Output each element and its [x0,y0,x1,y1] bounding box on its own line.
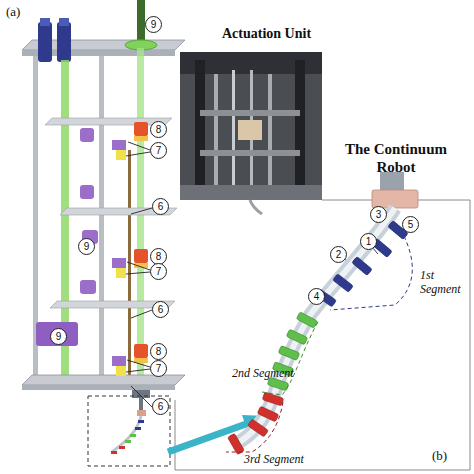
callout-number: 8 [150,121,167,138]
photo-inset [180,52,322,214]
text-label: (a) [6,4,20,20]
text-label: (b) [432,448,447,464]
callout-number: 4 [308,288,325,305]
callout-number: 9 [78,238,95,255]
callout-number: 1 [360,233,377,250]
callout-number: 6 [152,398,169,415]
text-label: 1st Segment [420,268,470,296]
callout-number: 5 [402,216,419,233]
callout-number: 6 [152,198,169,215]
text-label: The Continuum Robot [326,140,466,176]
callout-number: 7 [150,360,167,377]
robot-inset [88,396,170,466]
text-label: 3rd Segment [244,452,304,467]
callout-number: 3 [370,206,387,223]
text-label: 2nd Segment [232,366,294,381]
callout-number: 9 [50,328,67,345]
callout-number: 7 [150,142,167,159]
callout-number: 7 [150,263,167,280]
callout-number: 8 [150,343,167,360]
callout-number: 6 [152,301,169,318]
text-label: Actuation Unit [222,26,311,42]
leader-lines [126,142,404,407]
continuum-robot [226,172,418,455]
callout-number: 9 [145,16,162,33]
panel-frame [175,200,470,470]
callout-number: 2 [330,246,347,263]
actuation-unit [22,0,185,398]
